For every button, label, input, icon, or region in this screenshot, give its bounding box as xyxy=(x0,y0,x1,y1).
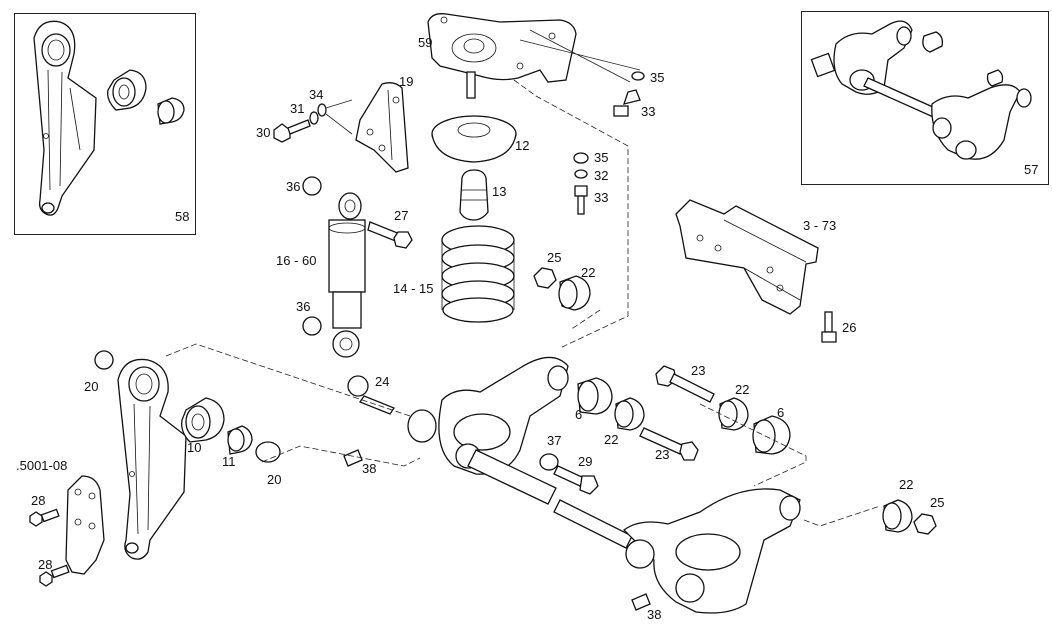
label-37: 37 xyxy=(547,433,562,448)
label-20-left: 20 xyxy=(84,379,99,394)
label-6-right: 6 xyxy=(777,405,785,420)
part-24-bolt xyxy=(347,375,395,415)
label-11: 11 xyxy=(222,454,236,469)
label-34: 34 xyxy=(309,87,324,102)
label-28-top: 28 xyxy=(31,493,46,508)
label-33-top: 33 xyxy=(641,104,656,119)
part-5001-08-bracket xyxy=(29,475,105,587)
label-12: 12 xyxy=(515,138,530,153)
label-22-right: 22 xyxy=(735,382,750,397)
label-30: 30 xyxy=(256,125,271,140)
part-35-32-33-fasteners xyxy=(573,71,645,215)
label-36-bottom: 36 xyxy=(296,299,311,314)
label-33-mid: 33 xyxy=(594,190,609,205)
label-14-15: 14 - 15 xyxy=(393,281,434,296)
part-13-bump-stop xyxy=(459,169,489,221)
inset-58-sleeve xyxy=(157,97,185,125)
label-31: 31 xyxy=(290,101,305,116)
part-3-73-frame-bracket xyxy=(675,199,819,315)
part-6-bushing-upper xyxy=(577,377,613,415)
label-35-mid: 35 xyxy=(594,150,609,165)
label-25-lower-right: 25 xyxy=(930,495,945,510)
label-59: 59 xyxy=(418,35,433,50)
assembly-lines xyxy=(165,29,881,527)
part-14-15-coil-spring xyxy=(441,225,515,323)
part-38-pin-left xyxy=(343,449,363,467)
label-23-top: 23 xyxy=(691,363,706,378)
label-10: 10 xyxy=(187,440,202,455)
part-rear-axle-assembly xyxy=(407,356,801,614)
part-10-bushing xyxy=(181,397,225,443)
part-25-22-bushing xyxy=(533,267,591,311)
part-6-bushing-right xyxy=(752,415,791,455)
part-22-washer-right xyxy=(718,397,749,431)
label-32: 32 xyxy=(594,168,609,183)
label-22-top: 22 xyxy=(581,265,596,280)
inset-58-link-arm xyxy=(33,20,97,216)
label-22-lower-right: 22 xyxy=(899,477,914,492)
label-58: 58 xyxy=(175,209,190,224)
label-36-top: 36 xyxy=(286,179,301,194)
label-26: 26 xyxy=(842,320,857,335)
label-57: 57 xyxy=(1024,162,1039,177)
label-27: 27 xyxy=(394,208,409,223)
part-26-bolt xyxy=(821,311,837,343)
label-6-mid: 6 xyxy=(575,407,583,422)
label-28-bottom: 28 xyxy=(38,557,53,572)
label-16-60: 16 - 60 xyxy=(276,253,317,268)
part-59-top-mount xyxy=(427,13,577,99)
label-35-top: 35 xyxy=(650,70,665,85)
part-22-25-lower-right xyxy=(882,499,937,535)
label-20-right: 20 xyxy=(267,472,282,487)
inset-58-bushing xyxy=(107,69,147,111)
part-30-bolt xyxy=(273,99,353,143)
part-27-bolt xyxy=(367,221,413,249)
part-37-29-fasteners xyxy=(539,453,599,495)
part-22-washer-mid xyxy=(614,397,645,431)
label-29: 29 xyxy=(578,454,593,469)
part-23-bolt-lower xyxy=(639,427,699,461)
label-25-top: 25 xyxy=(547,250,562,265)
label-38-bottom: 38 xyxy=(647,607,662,622)
part-link-arm-lower xyxy=(94,350,187,560)
inset-57-axle-assembly xyxy=(810,20,1032,160)
part-38-pin-lower xyxy=(631,593,651,611)
part-12-spring-seat xyxy=(431,115,517,163)
part-19-bracket xyxy=(355,82,409,173)
label-5001-08: .5001-08 xyxy=(16,458,68,473)
label-38-left: 38 xyxy=(362,461,377,476)
label-22-mid: 22 xyxy=(604,432,619,447)
part-16-60-shock-absorber xyxy=(302,176,366,358)
label-13: 13 xyxy=(492,184,507,199)
part-23-bolt-upper xyxy=(655,365,715,403)
part-11-sleeve xyxy=(227,425,281,463)
label-24: 24 xyxy=(375,374,390,389)
label-3-73: 3 - 73 xyxy=(803,218,837,233)
label-19: 19 xyxy=(399,74,414,89)
label-23-bottom: 23 xyxy=(655,447,670,462)
